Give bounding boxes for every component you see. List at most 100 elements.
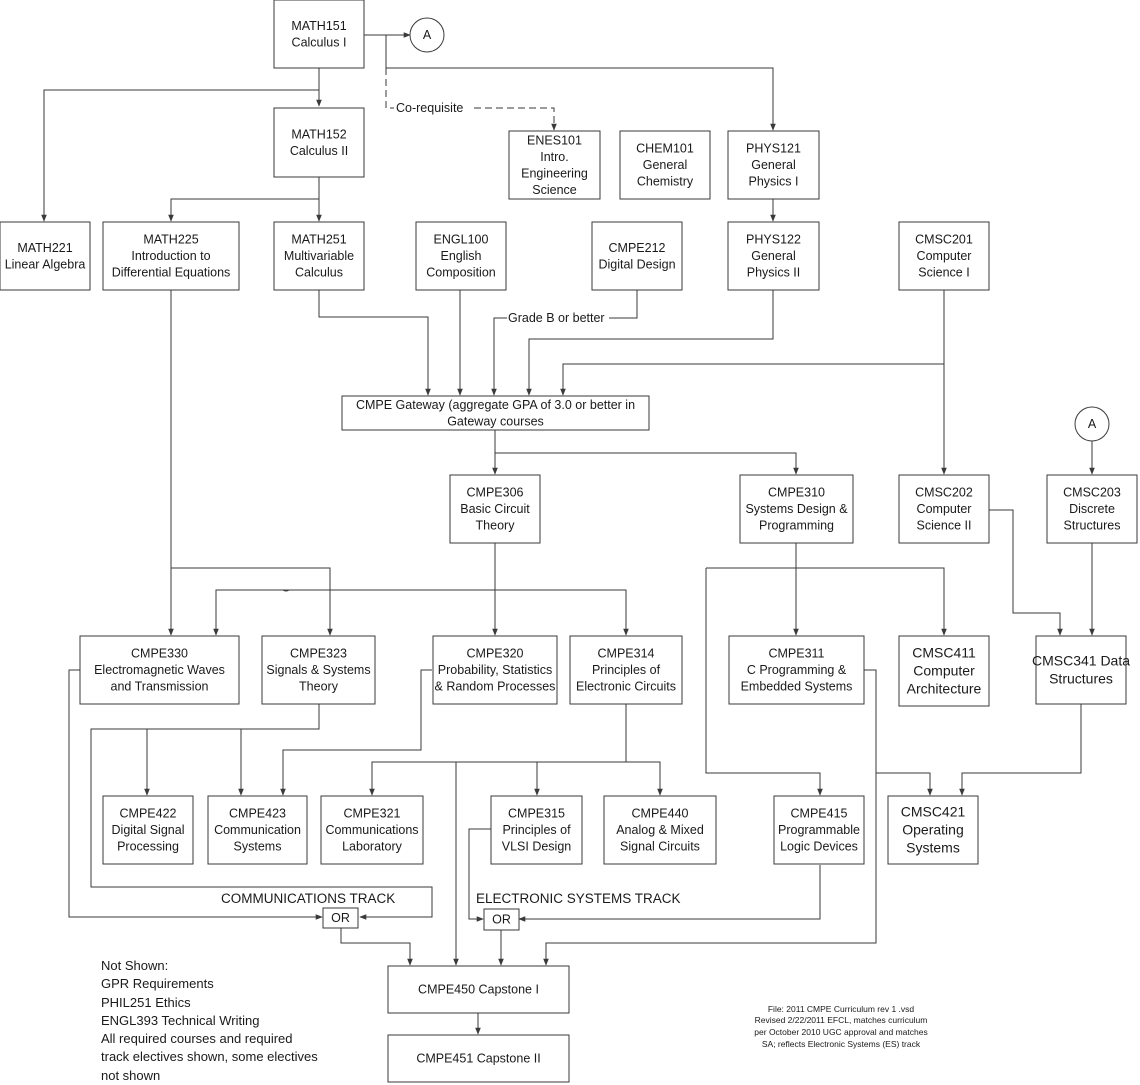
course-box-gateway: CMPE Gateway (aggregate GPA of 3.0 or be…: [341, 395, 650, 431]
course-label: Signal Circuits: [620, 840, 700, 854]
course-label: Digital Signal: [112, 823, 185, 837]
course-label: OR: [492, 913, 511, 927]
edge-cmpe320-to-cmpe423: [280, 669, 432, 796]
course-label: Gateway courses: [447, 414, 544, 428]
edge-cmpe323-to-cmpe422: [144, 704, 320, 796]
edge-cmpe415-to-or-es: [518, 865, 821, 922]
label-communications-track: COMMUNICATIONS TRACK: [221, 891, 395, 906]
course-label: CMPE212: [609, 241, 666, 255]
course-label: Structures: [1064, 519, 1121, 533]
course-label: CMPE440: [632, 807, 689, 821]
edge-cmpe314-to-cmpe440: [625, 704, 663, 796]
edge-math225-to-cmpe323: [171, 567, 333, 636]
edge-math151-to-phys121: [385, 35, 776, 131]
course-label: Signals & Systems: [266, 663, 370, 677]
connector-a-top: A: [409, 17, 445, 53]
edge-cmsc341-to-cmsc421: [959, 704, 1082, 796]
notes-line: PHIL251 Ethics: [101, 994, 191, 1010]
course-label: Logic Devices: [780, 840, 858, 854]
edge-cmpe330-to-or-comm: [68, 669, 323, 920]
course-label: OR: [331, 911, 350, 925]
course-label: Analog & Mixed: [616, 823, 704, 837]
course-label: Calculus II: [290, 144, 348, 158]
course-label: CMSC202: [915, 486, 973, 500]
course-label: Calculus I: [292, 35, 347, 49]
course-label: General: [751, 249, 795, 263]
edge-math152-to-math225: [168, 198, 319, 222]
course-label: Differential Equations: [112, 266, 231, 280]
course-label: English: [441, 249, 482, 263]
course-label: Composition: [426, 266, 496, 280]
course-label: Principles of: [502, 823, 571, 837]
course-label: Structures: [1049, 671, 1113, 687]
notes-line: track electives shown, some electives: [101, 1049, 318, 1065]
course-label: Computer: [917, 249, 972, 263]
course-label: Chemistry: [637, 175, 694, 189]
label-grade-b: Grade B or better: [508, 311, 605, 325]
course-label: C Programming &: [747, 663, 847, 677]
course-label: Systems Design &: [745, 502, 848, 516]
course-label: CMSC203: [1063, 486, 1121, 500]
course-label: Computer: [913, 663, 975, 679]
course-label: MATH225: [143, 233, 198, 247]
edge-phys122-to-gateway: [526, 290, 774, 396]
course-label: Physics I: [748, 175, 798, 189]
course-label: PHYS121: [746, 142, 801, 156]
edge-gateway-to-cmpe310: [495, 452, 799, 475]
edge-cmpe212-to-gateway: [609, 290, 638, 319]
course-label: Digital Design: [598, 257, 675, 271]
notes-line: ENGL393 Technical Writing: [101, 1012, 260, 1028]
course-label: MATH251: [291, 233, 346, 247]
course-label: General: [751, 158, 795, 172]
course-label: CMPE415: [791, 807, 848, 821]
course-label: CMPE Gateway (aggregate GPA of 3.0 or be…: [356, 398, 635, 412]
course-label: CMPE320: [467, 647, 524, 661]
course-label: VLSI Design: [502, 840, 572, 854]
or-junction-comm: OR: [322, 907, 359, 929]
course-label: MATH152: [291, 127, 346, 141]
course-label: ENES101: [527, 133, 582, 147]
svg-text:A: A: [1088, 417, 1097, 431]
course-label: Communication: [214, 823, 301, 837]
edge-cmpe306-to-cmpe330: [216, 589, 290, 635]
notes-line: GPR Requirements: [101, 976, 214, 992]
edge-cmpe310-to-cmpe415: [705, 568, 823, 796]
edge-cmpe323-to-or-comm: [90, 728, 433, 920]
course-label: CMPE423: [229, 807, 286, 821]
file-info-line: File: 2011 CMPE Curriculum rev 1 .vsd: [768, 1004, 915, 1014]
course-label: CMPE422: [120, 807, 177, 821]
label-corequisite: Co-requisite: [396, 101, 463, 115]
edge-math251-to-gateway: [318, 290, 431, 396]
course-label: CMPE310: [768, 486, 825, 500]
file-info-line: Revised 2/22/2011 EFCL, matches curricul…: [755, 1015, 928, 1025]
course-label: CHEM101: [636, 142, 694, 156]
course-label: Electronic Circuits: [576, 680, 676, 694]
course-label: CMPE314: [598, 647, 655, 661]
file-info: File: 2011 CMPE Curriculum rev 1 .vsd Re…: [754, 1004, 927, 1049]
course-label: Computer: [917, 502, 972, 516]
course-label: MATH221: [17, 241, 72, 255]
edge-cmpe310-to-cmsc411: [706, 567, 947, 636]
notes-line: not shown: [101, 1067, 161, 1083]
course-label: Systems: [234, 840, 282, 854]
prerequisite-edges: [41, 32, 1095, 1035]
course-label: CMSC411: [912, 645, 976, 661]
course-label: Systems: [906, 840, 960, 856]
